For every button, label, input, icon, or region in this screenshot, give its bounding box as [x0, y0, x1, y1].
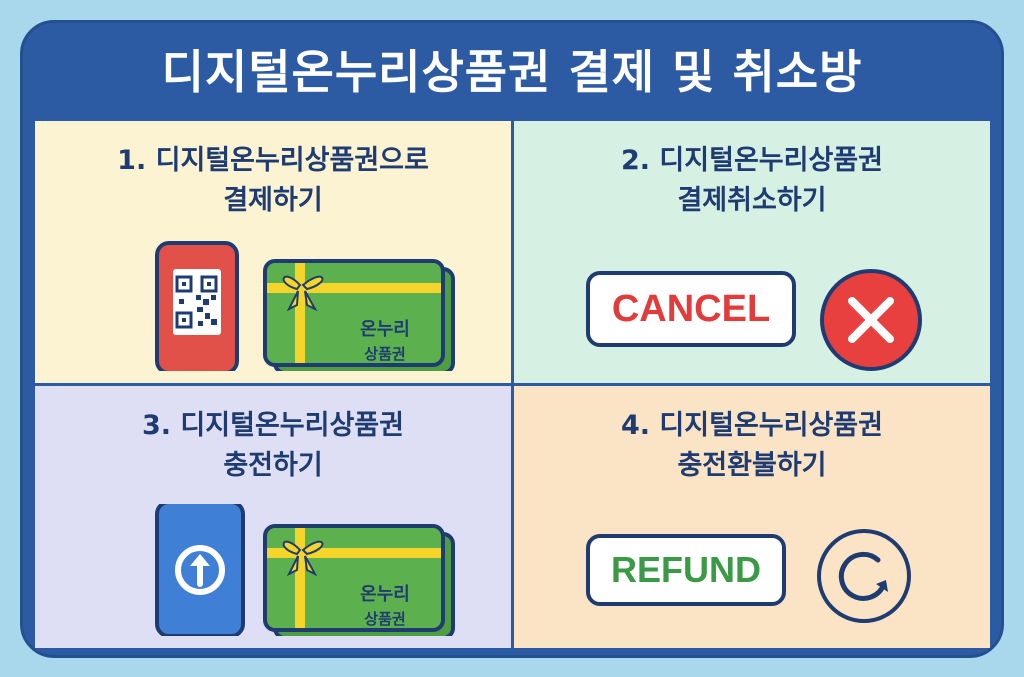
panel-refund-title-line2: 충전환불하기	[677, 450, 827, 481]
panel-pay: 1. 디지털온누리상품권으로 결제하기	[35, 121, 511, 383]
gift-card-icon: 온누리 상품권	[263, 524, 455, 640]
qr-phone-icon	[155, 241, 239, 375]
panel-refund-illustration: REFUND	[514, 504, 990, 636]
cancel-label: CANCEL	[586, 271, 796, 347]
panel-refund: 4. 디지털온누리상품권 충전환불하기 REFUND	[514, 386, 990, 648]
panel-pay-title: 1. 디지털온누리상품권으로 결제하기	[35, 141, 511, 221]
infographic-frame: 디지털온누리상품권 결제 및 취소방 1. 디지털온누리상품권으로 결제하기	[20, 20, 1004, 658]
panel-pay-title-line1: 1. 디지털온누리상품권으로	[117, 145, 429, 176]
panel-charge-title-line1: 3. 디지털온누리상품권	[141, 410, 404, 441]
gift-card-text-line1: 온누리	[360, 584, 410, 605]
panel-cancel-title: 2. 디지털온누리상품권 결제취소하기	[514, 141, 990, 221]
gift-card-text-line2: 상품권	[364, 345, 405, 363]
refund-label: REFUND	[586, 534, 786, 606]
panel-pay-title-line2: 결제하기	[223, 185, 323, 216]
upload-phone-icon	[155, 500, 245, 638]
gift-card-text-line1: 온누리	[360, 319, 410, 340]
gift-card-text-line2: 상품권	[364, 610, 405, 628]
refund-arrow-icon	[817, 529, 911, 623]
panel-grid: 1. 디지털온누리상품권으로 결제하기	[35, 121, 991, 648]
panel-pay-illustration: 온누리 상품권	[35, 239, 511, 375]
panel-charge-title: 3. 디지털온누리상품권 충전하기	[35, 406, 511, 486]
panel-cancel-title-line2: 결제취소하기	[677, 185, 827, 216]
panel-charge-illustration: 온누리 상품권	[35, 500, 511, 640]
panel-refund-title: 4. 디지털온누리상품권 충전환불하기	[514, 406, 990, 486]
panel-cancel: 2. 디지털온누리상품권 결제취소하기 CANCEL	[514, 121, 990, 383]
panel-refund-title-line1: 4. 디지털온누리상품권	[620, 410, 883, 441]
gift-card-icon: 온누리 상품권	[263, 259, 455, 375]
panel-charge-title-line2: 충전하기	[223, 450, 323, 481]
panel-cancel-title-line1: 2. 디지털온누리상품권	[620, 145, 883, 176]
panel-charge: 3. 디지털온누리상품권 충전하기	[35, 386, 511, 648]
page-title: 디지털온누리상품권 결제 및 취소방	[161, 45, 863, 99]
panel-cancel-illustration: CANCEL	[514, 239, 990, 371]
cancel-x-icon	[820, 269, 922, 371]
